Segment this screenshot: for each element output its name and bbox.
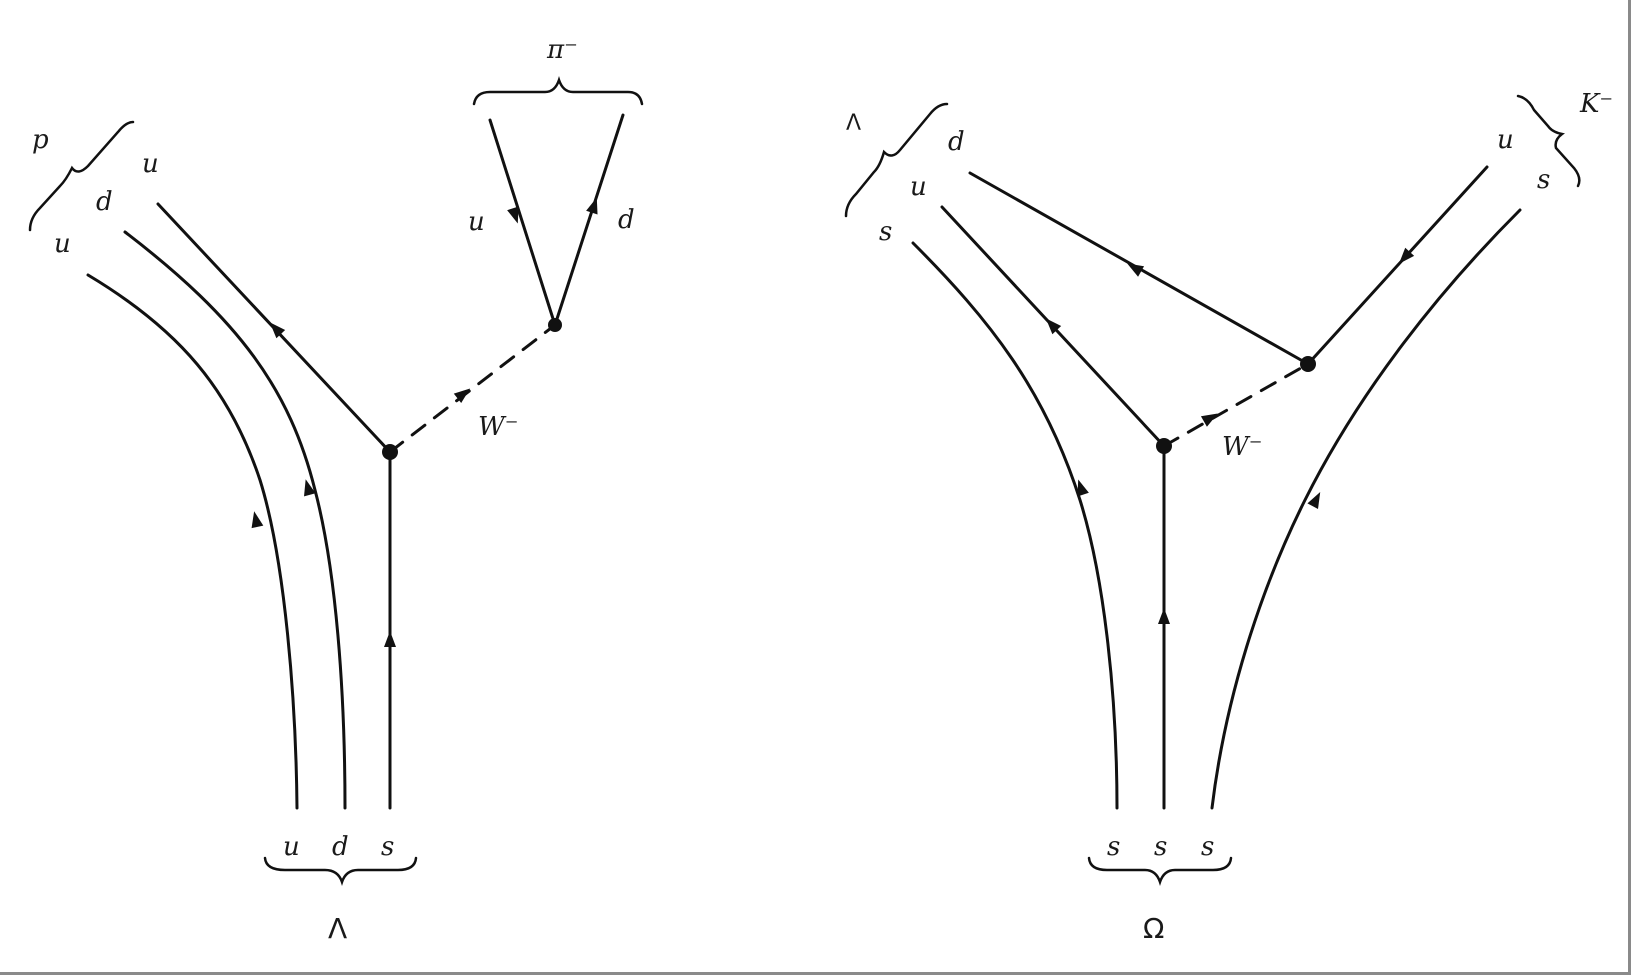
arrow-produced-u (269, 322, 286, 339)
pion-label: π⁻ (546, 35, 578, 65)
lambda-final-quark-d: d (948, 127, 965, 157)
proton-quark-3: u (142, 149, 159, 179)
lambda-spectator-d-line (123, 230, 347, 810)
arrow-omega-w-boson (1200, 413, 1218, 427)
kaon-label: K⁻ (1579, 89, 1613, 119)
pion-quark-d: d (618, 205, 635, 235)
lambda-weak-vertex (382, 444, 398, 460)
lambda-final-quark-u: u (910, 172, 927, 202)
arrow-pion-d (586, 197, 598, 215)
arrow-omega-spectator-s (1077, 479, 1089, 497)
lambda-braces (28, 76, 644, 886)
lambda-boson-label: W⁻ (478, 412, 518, 442)
lambda-final-quark-s: s (879, 217, 892, 247)
omega-initial-quark-1: s (1107, 832, 1120, 862)
omega-w-boson-line (1162, 362, 1310, 448)
lambda-initial-quark-2: d (332, 832, 349, 862)
kaon-s-line (1210, 208, 1522, 810)
arrow-omega-produced-u (1045, 318, 1062, 335)
arrow-s-quark (384, 631, 396, 647)
kaon-u-line (1306, 165, 1489, 366)
omega-weak-vertex (1156, 438, 1172, 454)
arrow-spectator-u (251, 511, 264, 529)
kaon-vertex (1300, 356, 1316, 372)
arrow-spectator-d (304, 479, 316, 497)
arrow-pion-u (507, 206, 519, 224)
omega-arrows (1045, 247, 1415, 624)
omega-boson-label: W⁻ (1222, 432, 1262, 462)
lambda-final-label: Λ (846, 111, 861, 136)
arrow-omega-s-quark (1158, 608, 1170, 624)
proton-brace (28, 120, 135, 232)
omega-initial-brace (1087, 856, 1233, 886)
arrow-omega-d (1127, 263, 1145, 277)
lambda-w-boson-line (388, 323, 557, 454)
omega-initial-label: Ω (1143, 912, 1164, 945)
pion-d-line (553, 113, 625, 327)
kaon-quark-s: s (1537, 165, 1550, 195)
arrow-kaon-u (1398, 247, 1415, 264)
omega-decay-diagram (911, 165, 1522, 810)
lambda-labels: u d s Λ p u d u W⁻ π⁻ u d (32, 35, 635, 945)
kaon-quark-u: u (1497, 125, 1514, 155)
omega-initial-quark-3: s (1201, 832, 1214, 862)
proton-quark-2: d (96, 187, 113, 217)
pion-brace (472, 76, 644, 106)
omega-initial-quark-2: s (1154, 832, 1167, 862)
lambda-decay-diagram (86, 113, 625, 810)
lambda-initial-label: Λ (328, 912, 347, 945)
pion-u-line (488, 118, 557, 327)
omega-labels: s s s Ω Λ d u s W⁻ K⁻ u s (846, 89, 1613, 945)
pion-vertex (548, 318, 562, 332)
pion-quark-u: u (468, 207, 485, 237)
omega-spectator-s-line (911, 241, 1119, 810)
lambda-arrows (251, 197, 598, 647)
lambda-final-brace (844, 102, 949, 218)
arrow-w-boson (453, 388, 471, 404)
lambda-initial-quark-1: u (283, 832, 300, 862)
kaon-brace (1516, 94, 1581, 188)
lambda-spectator-u-line (86, 273, 299, 810)
proton-quark-1: u (54, 229, 71, 259)
lambda-initial-quark-3: s (381, 832, 394, 862)
proton-label: p (32, 125, 49, 155)
arrow-kaon-s (1307, 492, 1321, 509)
omega-braces (844, 94, 1581, 886)
lambda-initial-brace (263, 856, 418, 886)
